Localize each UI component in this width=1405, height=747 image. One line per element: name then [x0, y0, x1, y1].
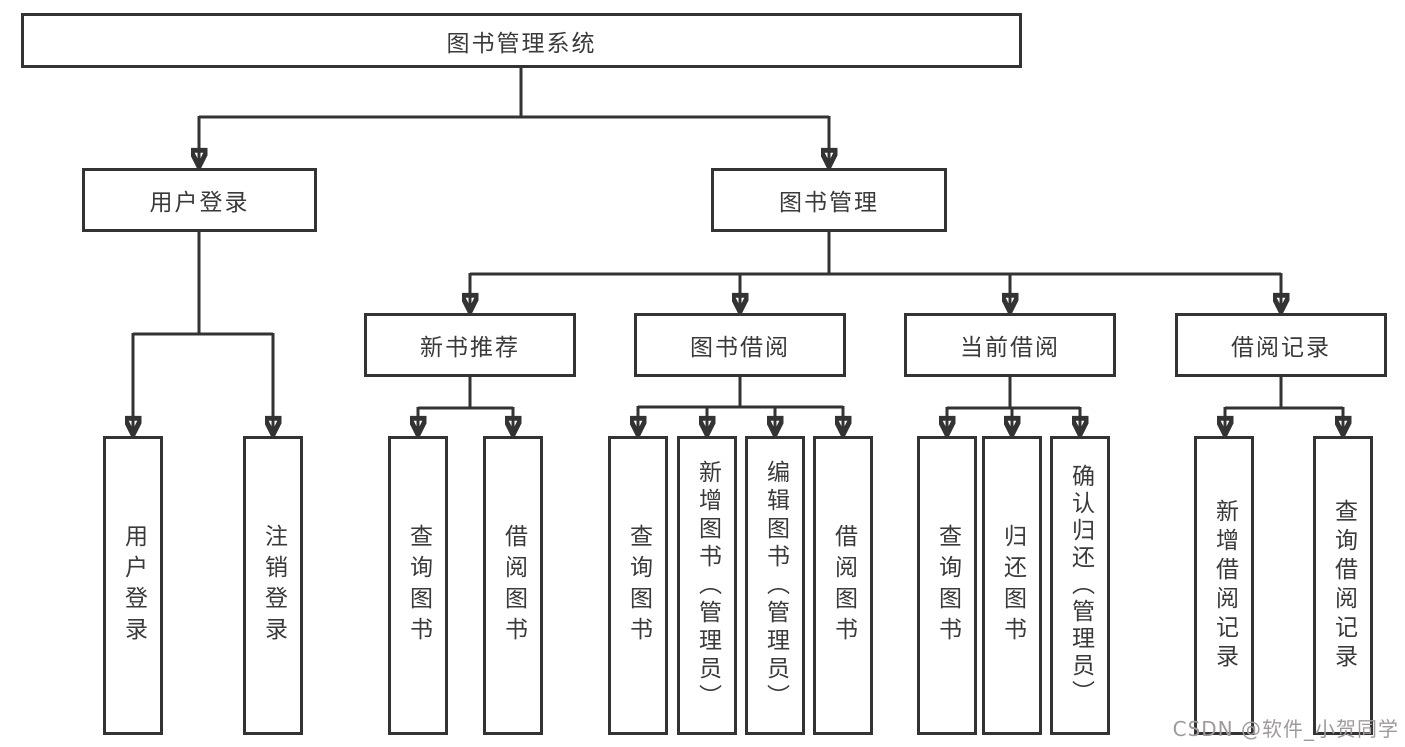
node-borrow-records: 借阅记录 — [1175, 313, 1387, 377]
watermark: CSDN @软件_小贺同学 — [1172, 717, 1399, 741]
leaf-current-confirm-admin: 确认归还（管理员） — [1050, 436, 1110, 735]
leaf-records-add: 新增借阅记录 — [1194, 436, 1254, 735]
node-book-management: 图书管理 — [711, 168, 947, 232]
node-new-book-recommend: 新书推荐 — [364, 313, 576, 377]
node-current-borrow: 当前借阅 — [904, 313, 1116, 377]
leaf-borrow-query: 查询图书 — [608, 436, 668, 735]
node-book-borrow: 图书借阅 — [634, 313, 846, 377]
leaf-logout: 注销登录 — [243, 436, 303, 735]
node-library-system: 图书管理系统 — [21, 13, 1022, 68]
leaf-borrow-add-admin: 新增图书（管理员） — [677, 436, 737, 735]
node-user-login: 用户登录 — [82, 168, 317, 232]
leaf-user-login: 用户登录 — [103, 436, 163, 735]
leaf-records-query: 查询借阅记录 — [1313, 436, 1373, 735]
leaf-newbook-borrow: 借阅图书 — [483, 436, 543, 735]
leaf-current-query: 查询图书 — [917, 436, 977, 735]
leaf-borrow-edit-admin: 编辑图书（管理员） — [745, 436, 805, 735]
leaf-current-return: 归还图书 — [982, 436, 1042, 735]
leaf-borrow-borrow: 借阅图书 — [813, 436, 873, 735]
leaf-newbook-query: 查询图书 — [388, 436, 448, 735]
